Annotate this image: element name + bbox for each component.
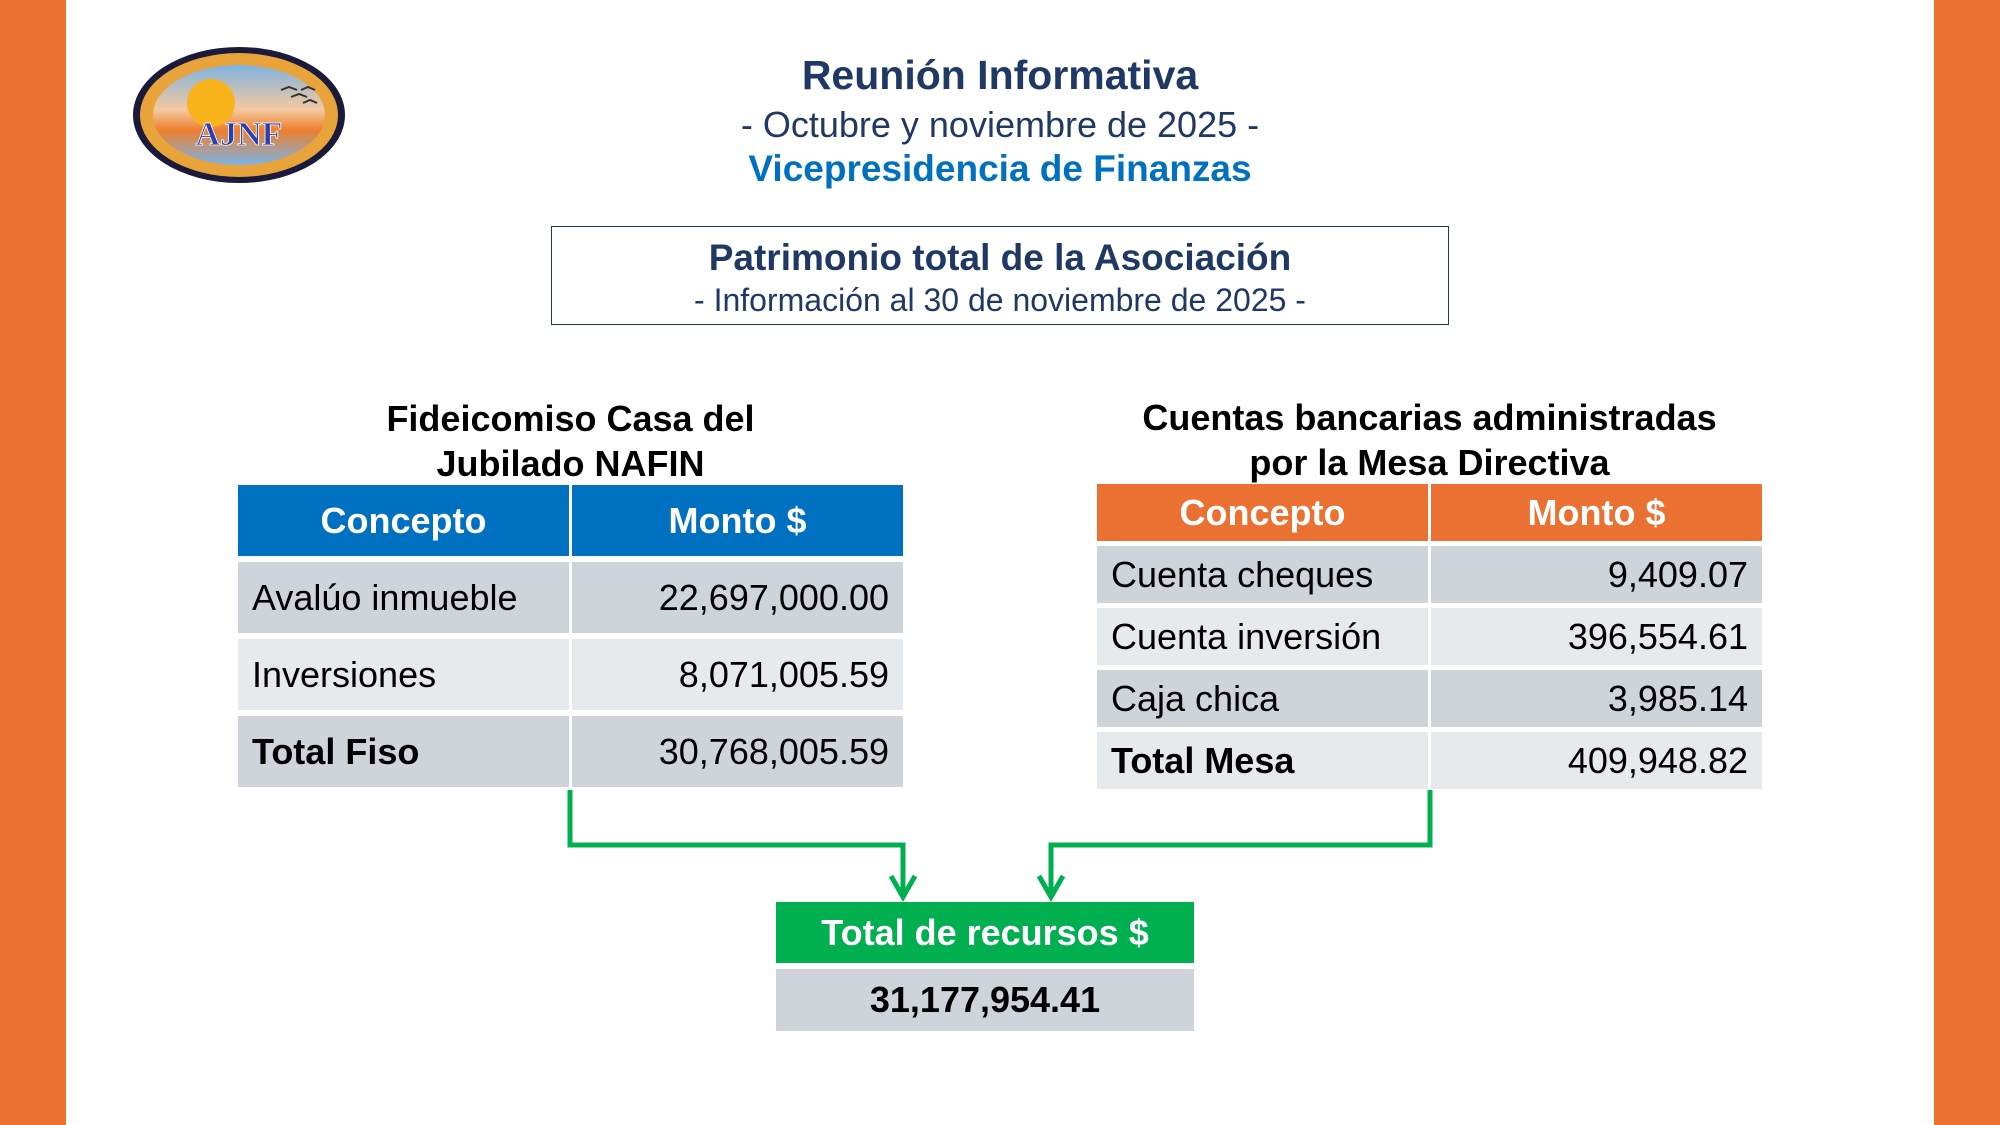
total-value: 31,177,954.41 xyxy=(776,969,1194,1031)
amount-cell: 409,948.82 xyxy=(1431,732,1762,789)
heading-line: Fideicomiso Casa del xyxy=(386,398,755,439)
table-total-row: Total Fiso 30,768,005.59 xyxy=(238,716,903,787)
summary-subtitle: - Información al 30 de noviembre de 2025… xyxy=(694,282,1306,318)
amount-cell: 396,554.61 xyxy=(1431,608,1762,665)
column-header: Monto $ xyxy=(1431,484,1762,541)
left-arrow-line xyxy=(567,790,906,895)
cuentas-table: Concepto Monto $ Cuenta cheques 9,409.07… xyxy=(1094,479,1765,794)
logo-text: AJNF xyxy=(196,116,283,153)
concept-cell: Total Mesa xyxy=(1097,732,1428,789)
amount-cell: 8,071,005.59 xyxy=(572,639,903,710)
table-row: Cuenta inversión 396,554.61 xyxy=(1097,608,1762,665)
page-subtitle: - Octubre y noviembre de 2025 - xyxy=(740,104,1260,145)
summary-title: Patrimonio total de la Asociación xyxy=(708,237,1292,278)
table-header-row: Concepto Monto $ xyxy=(1097,484,1762,541)
left-accent-bar xyxy=(0,0,66,1125)
column-header: Concepto xyxy=(238,485,569,556)
left-arrow-head-icon xyxy=(888,874,918,903)
fideicomiso-heading: Fideicomiso Casa del Jubilado NAFIN xyxy=(238,396,903,486)
amount-cell: 9,409.07 xyxy=(1431,546,1762,603)
concept-cell: Avalúo inmueble xyxy=(238,562,569,633)
amount-cell: 3,985.14 xyxy=(1431,670,1762,727)
table-row: Inversiones 8,071,005.59 xyxy=(238,639,903,710)
page-title: Reunión Informativa xyxy=(801,52,1199,98)
right-arrow-head-icon xyxy=(1036,874,1066,903)
department-title: Vicepresidencia de Finanzas xyxy=(748,148,1252,189)
concept-cell: Cuenta cheques xyxy=(1097,546,1428,603)
table-header-row: Concepto Monto $ xyxy=(238,485,903,556)
cuentas-heading: Cuentas bancarias administradas por la M… xyxy=(1097,395,1762,485)
concept-cell: Inversiones xyxy=(238,639,569,710)
summary-box: Patrimonio total de la Asociación - Info… xyxy=(551,226,1449,325)
table-row: Cuenta cheques 9,409.07 xyxy=(1097,546,1762,603)
concept-cell: Cuenta inversión xyxy=(1097,608,1428,665)
right-accent-bar xyxy=(1934,0,2000,1125)
column-header: Concepto xyxy=(1097,484,1428,541)
heading-line: por la Mesa Directiva xyxy=(1249,442,1610,483)
heading-line: Cuentas bancarias administradas xyxy=(1142,397,1717,438)
concept-cell: Caja chica xyxy=(1097,670,1428,727)
heading-line: Jubilado NAFIN xyxy=(436,443,705,484)
total-label: Total de recursos $ xyxy=(776,902,1194,963)
amount-cell: 30,768,005.59 xyxy=(572,716,903,787)
right-arrow-line xyxy=(1048,790,1433,895)
column-header: Monto $ xyxy=(572,485,903,556)
amount-cell: 22,697,000.00 xyxy=(572,562,903,633)
table-row: Avalúo inmueble 22,697,000.00 xyxy=(238,562,903,633)
ajnf-logo: AJNF xyxy=(133,47,345,183)
table-total-row: Total Mesa 409,948.82 xyxy=(1097,732,1762,789)
fideicomiso-table: Concepto Monto $ Avalúo inmueble 22,697,… xyxy=(235,479,906,793)
table-row: Caja chica 3,985.14 xyxy=(1097,670,1762,727)
concept-cell: Total Fiso xyxy=(238,716,569,787)
